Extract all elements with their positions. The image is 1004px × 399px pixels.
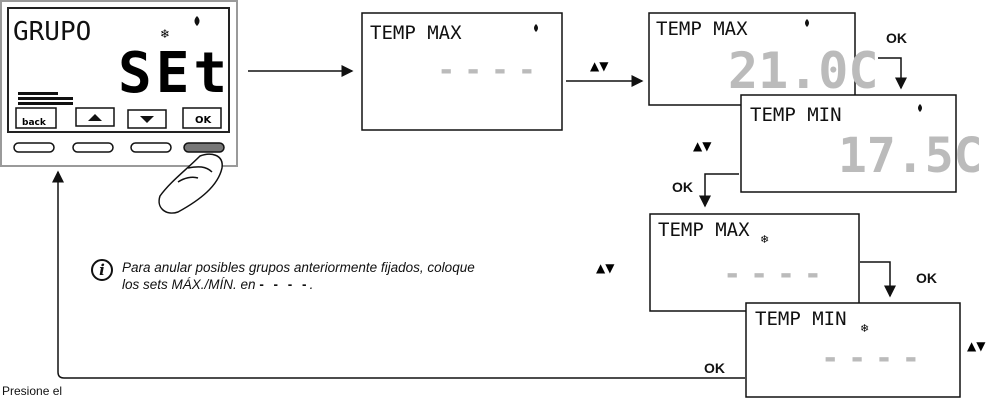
screen-value: - - - -	[824, 341, 919, 376]
flow-arrow	[860, 261, 896, 298]
screen-value: - - - -	[440, 53, 535, 88]
updown-label: ▲▼	[967, 339, 986, 353]
screen-value: - - - -	[726, 257, 821, 292]
down-arrow-icon	[140, 116, 154, 123]
screen-label: TEMP MAX	[370, 22, 462, 44]
screen-value: 21.0C	[728, 42, 879, 100]
screen-label: TEMP MAX	[658, 219, 750, 241]
thermostat-device: GRUPO ❄ SEt back OK	[0, 0, 238, 214]
bar-indicator	[18, 92, 73, 105]
flow-arrow	[878, 57, 907, 90]
ok-step-label: OK	[916, 270, 937, 286]
back-button[interactable]	[13, 142, 55, 153]
hardware-buttons	[13, 142, 225, 153]
snowflake-icon: ❄	[860, 322, 869, 335]
flame-icon	[534, 24, 538, 32]
softkey-labels: back OK	[15, 107, 222, 129]
screen-label: TEMP MIN	[750, 104, 842, 126]
flame-icon	[918, 104, 922, 112]
down-button[interactable]	[130, 142, 172, 153]
note-end: .	[309, 277, 314, 292]
snowflake-icon: ❄	[160, 27, 170, 41]
screen-label: TEMP MAX	[656, 18, 748, 40]
screen-temp-max-blank: TEMP MAX - - - -	[361, 12, 563, 131]
note-line-1: Para anular posibles grupos anteriorment…	[122, 260, 475, 275]
info-icon: i	[91, 259, 113, 281]
screen-value: 17.5C	[838, 128, 983, 184]
up-arrow-icon	[88, 114, 102, 121]
device-title: GRUPO	[13, 17, 91, 47]
return-arrow	[52, 170, 745, 379]
note-dashes: - - - -	[259, 277, 310, 292]
ok-step-label: OK	[886, 30, 907, 46]
bottom-label: Presione el	[2, 384, 63, 398]
finger-press-icon	[158, 153, 223, 214]
snowflake-icon: ❄	[760, 233, 769, 246]
updown-label: ▲▼	[596, 261, 615, 275]
device-lcd	[7, 7, 230, 133]
ok-button[interactable]	[183, 142, 225, 153]
flame-icon	[194, 16, 200, 26]
up-button[interactable]	[72, 142, 114, 153]
updown-label: ▲▼	[693, 139, 712, 153]
note-text: los sets MÁX./MÍN. en	[122, 277, 256, 292]
flame-icon	[805, 19, 809, 27]
flow-arrow	[699, 173, 739, 208]
device-display: SEt	[118, 41, 231, 106]
screen-temp-max-snow-blank: TEMP MAX ❄ - - - -	[649, 213, 860, 312]
info-note: Para anular posibles grupos anteriorment…	[122, 259, 582, 293]
updown-label: ▲▼	[590, 59, 609, 73]
ok-label: OK	[195, 115, 213, 126]
ok-step-label: OK	[704, 360, 725, 376]
screen-temp-min-snow-blank: TEMP MIN ❄ - - - -	[745, 302, 961, 398]
back-label: back	[22, 118, 47, 128]
screen-label: TEMP MIN	[755, 308, 847, 330]
ok-step-label: OK	[672, 179, 693, 195]
screen-temp-max-21: TEMP MAX 21.0C	[648, 12, 879, 106]
screen-temp-min-17: TEMP MIN 17.5C	[740, 94, 983, 193]
note-line-2: los sets MÁX./MÍN. en - - - -.	[122, 276, 582, 293]
